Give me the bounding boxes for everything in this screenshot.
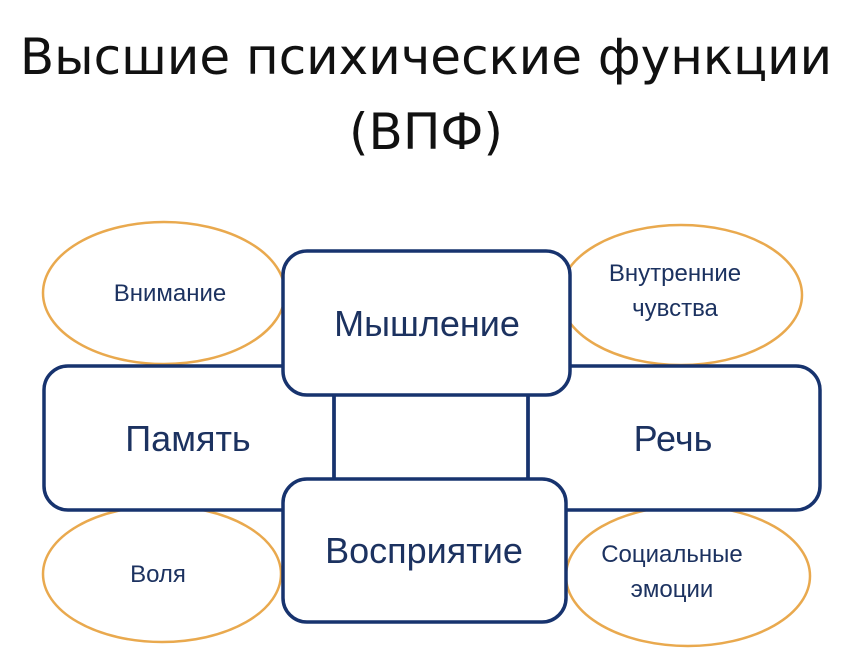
box-thinking xyxy=(281,249,572,397)
title-line-2: (ВПФ) xyxy=(349,103,503,161)
label-will: Воля xyxy=(130,561,186,588)
label-speech: Речь xyxy=(634,418,713,459)
label-memory: Память xyxy=(125,418,250,459)
label-social-emotions-2: эмоции xyxy=(631,576,714,603)
label-inner-feelings-2: чувства xyxy=(632,295,718,322)
label-thinking: Мышление xyxy=(334,303,520,344)
box-perception xyxy=(281,477,568,624)
title-line-1: Высшие психические функции xyxy=(19,28,833,86)
label-social-emotions-1: Социальные xyxy=(601,541,743,568)
label-attention: Внимание xyxy=(114,280,227,307)
label-inner-feelings-1: Внутренние xyxy=(609,260,741,287)
label-perception: Восприятие xyxy=(325,530,523,571)
